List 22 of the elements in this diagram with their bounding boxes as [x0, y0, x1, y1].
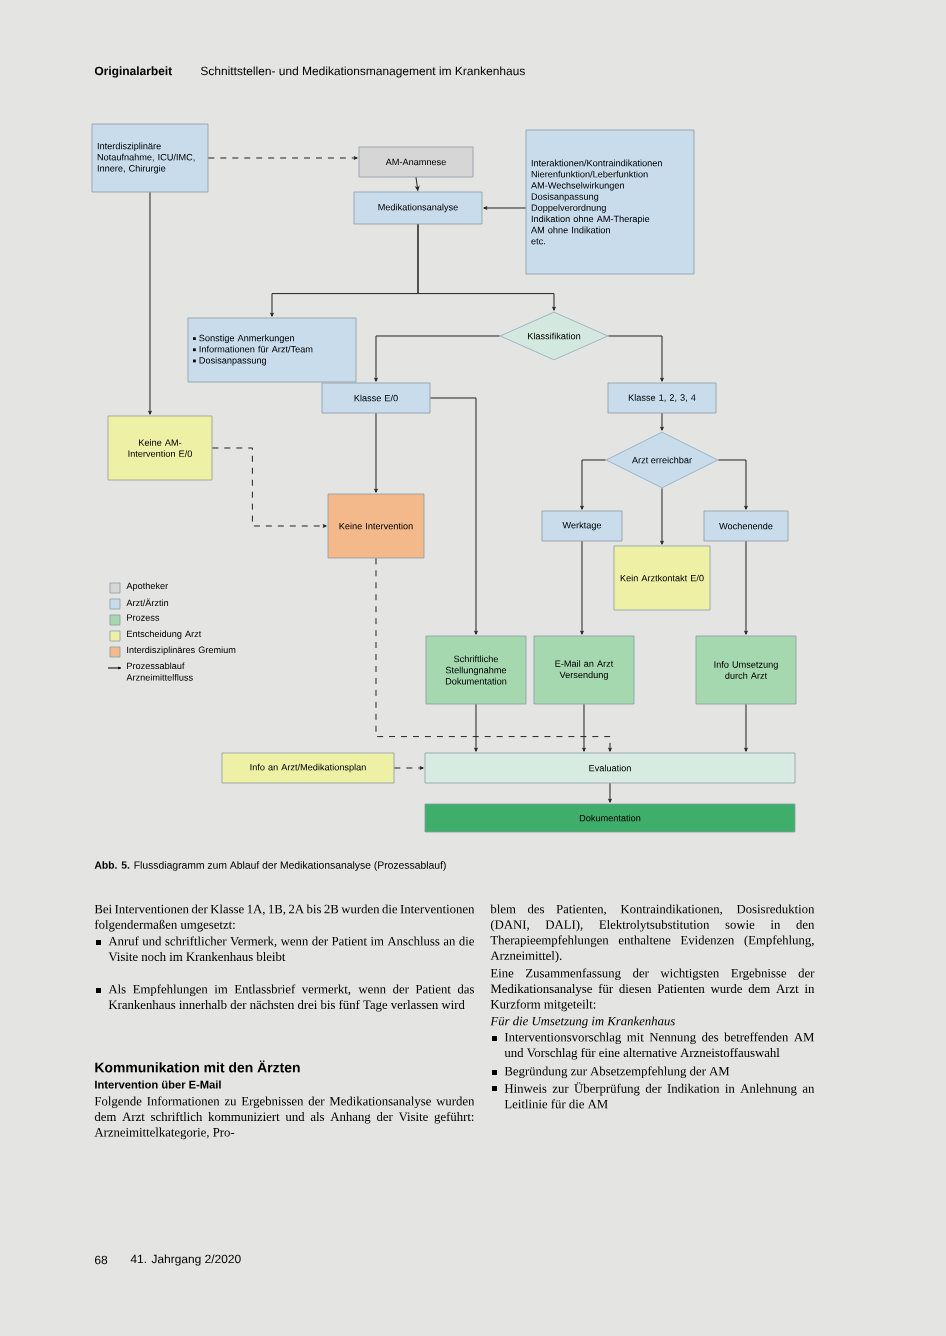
arrow — [580, 540, 584, 635]
arrow — [211, 447, 327, 528]
arrow — [417, 223, 556, 311]
arrow — [660, 412, 664, 431]
arrow — [660, 487, 664, 545]
arrow — [744, 540, 748, 635]
arrow — [148, 191, 152, 415]
arrow — [744, 703, 748, 752]
arrow — [429, 397, 478, 635]
arrow — [580, 459, 607, 510]
arrow — [582, 703, 586, 752]
arrow — [474, 703, 478, 752]
arrow — [207, 156, 358, 160]
arrow — [483, 206, 527, 210]
arrow — [608, 782, 612, 803]
arrow — [375, 557, 612, 752]
arrow — [393, 766, 424, 770]
arrow — [717, 459, 748, 510]
arrow — [374, 412, 378, 493]
arrow — [607, 335, 664, 382]
arrow — [374, 335, 501, 382]
arrow — [415, 176, 420, 191]
